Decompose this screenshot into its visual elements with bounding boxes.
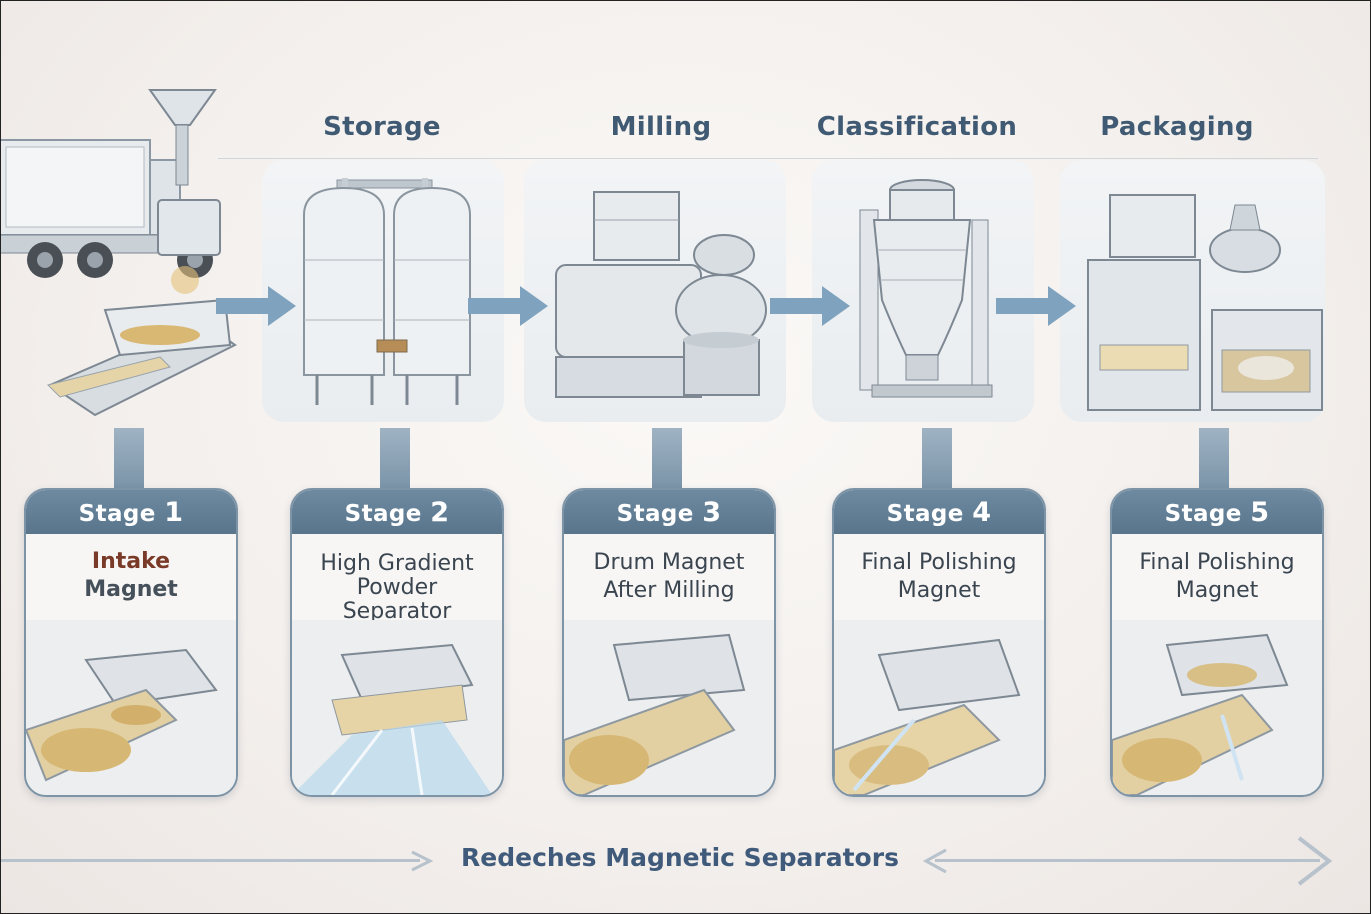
- magnetic-separator-icon: [1112, 620, 1322, 795]
- magnetic-separator-icon: [26, 620, 236, 795]
- stage-card-5: Stage 5 Final Polishing Magnet: [1110, 488, 1324, 797]
- mill-icon: [555, 191, 767, 398]
- magnetic-separator-icon: [564, 620, 774, 795]
- footer-title: Redeches Magnetic Separators: [461, 843, 899, 872]
- footer-line-left: [0, 859, 420, 862]
- connector-4: [922, 428, 952, 490]
- stage-header: Stage 2: [292, 490, 502, 534]
- header-classification: Classification: [816, 112, 1018, 142]
- classifier-icon: [859, 179, 993, 398]
- stage-title: Intake Magnet: [84, 549, 178, 602]
- connector-2: [380, 428, 410, 490]
- header-milling: Milling: [610, 112, 712, 142]
- flow-arrow-4: [996, 286, 1076, 326]
- stage-header: Stage 1: [26, 490, 236, 534]
- stage-card-4: Stage 4 Final Polishing Magnet: [832, 488, 1046, 797]
- packaging-machine-icon: [1087, 194, 1323, 411]
- magnetic-separator-icon: [292, 620, 502, 795]
- header-divider-line: [218, 158, 1318, 159]
- header-storage: Storage: [323, 112, 441, 142]
- header-packaging: Packaging: [1100, 112, 1254, 142]
- stage-header: Stage 4: [834, 490, 1044, 534]
- stage-title: High Gradient Powder Separator: [320, 551, 474, 624]
- stage-title: Drum Magnet After Milling: [593, 550, 745, 603]
- footer-arrowhead-right-end: [1297, 836, 1333, 886]
- hopper-icon: [148, 89, 221, 256]
- stage-card-3: Stage 3 Drum Magnet After Milling: [562, 488, 776, 797]
- footer-arrowhead-right-start: [922, 848, 947, 874]
- silo-icon: [303, 178, 471, 405]
- stage-header: Stage 3: [564, 490, 774, 534]
- stage-header: Stage 5: [1112, 490, 1322, 534]
- stage-title: Final Polishing Magnet: [1139, 550, 1295, 603]
- footer-arrowhead-left: [411, 850, 434, 872]
- flow-arrow-1: [216, 286, 296, 326]
- footer-line-right: [935, 859, 1320, 862]
- flow-arrow-3: [770, 286, 850, 326]
- truck-icon: [0, 89, 237, 417]
- stage-card-1: Stage 1 Intake Magnet: [24, 488, 238, 797]
- stage-title: Final Polishing Magnet: [861, 550, 1017, 603]
- flow-arrow-2: [468, 286, 548, 326]
- stage-card-2: Stage 2 High Gradient Powder Separator: [290, 488, 504, 797]
- magnetic-separator-icon: [834, 620, 1044, 795]
- connector-3: [652, 428, 682, 490]
- connector-1: [114, 428, 144, 490]
- connector-5: [1199, 428, 1229, 490]
